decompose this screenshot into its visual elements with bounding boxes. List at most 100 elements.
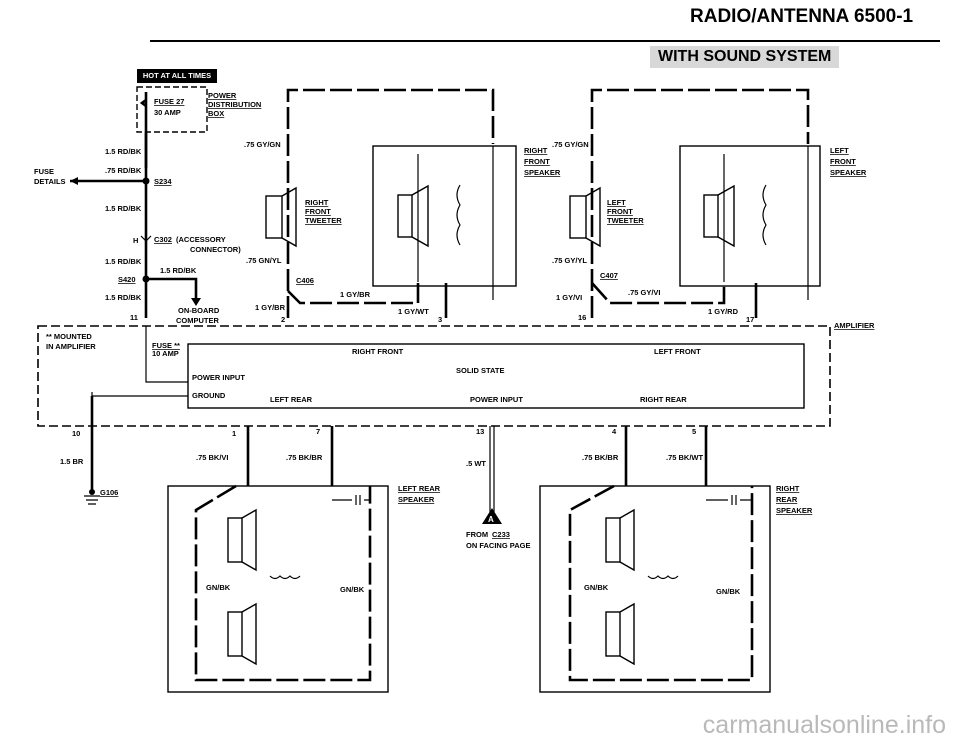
svg-text:SPEAKER: SPEAKER <box>398 495 435 504</box>
svg-text:C233: C233 <box>492 530 510 539</box>
svg-text:.75 GY/VI: .75 GY/VI <box>628 288 661 297</box>
svg-text:RIGHT: RIGHT <box>305 198 329 207</box>
svg-text:GN/BK: GN/BK <box>584 583 609 592</box>
svg-text:16: 16 <box>578 313 586 322</box>
svg-text:FUSE 27: FUSE 27 <box>154 97 184 106</box>
svg-text:30 AMP: 30 AMP <box>154 108 181 117</box>
svg-text:FRONT: FRONT <box>830 157 856 166</box>
svg-text:SPEAKER: SPEAKER <box>524 168 561 177</box>
svg-text:1: 1 <box>232 429 236 438</box>
svg-text:BOX: BOX <box>208 109 224 118</box>
svg-text:** MOUNTED: ** MOUNTED <box>46 332 92 341</box>
left-rear-speaker: GN/BK GN/BK LEFT REAR SPEAKER <box>167 484 441 693</box>
svg-text:.75 BK/BR: .75 BK/BR <box>286 453 323 462</box>
svg-text:POWER INPUT: POWER INPUT <box>192 373 245 382</box>
svg-text:10: 10 <box>72 429 80 438</box>
svg-text:SOLID STATE: SOLID STATE <box>456 366 504 375</box>
svg-text:1.5 BR: 1.5 BR <box>60 457 84 466</box>
svg-text:.75 RD/BK: .75 RD/BK <box>105 166 142 175</box>
fuse-details: FUSE DETAILS S234 <box>34 167 172 186</box>
svg-text:POWER INPUT: POWER INPUT <box>470 395 523 404</box>
svg-text:3: 3 <box>438 315 442 324</box>
svg-text:TWEETER: TWEETER <box>305 216 342 225</box>
svg-text:CONNECTOR): CONNECTOR) <box>190 245 241 254</box>
svg-text:ON-BOARD: ON-BOARD <box>178 306 220 315</box>
svg-text:.75 GN/YL: .75 GN/YL <box>246 256 282 265</box>
svg-text:.75 GY/GN: .75 GY/GN <box>552 140 589 149</box>
svg-text:5: 5 <box>692 427 696 436</box>
svg-text:REAR: REAR <box>776 495 798 504</box>
svg-text:GN/BK: GN/BK <box>206 583 231 592</box>
svg-text:10 AMP: 10 AMP <box>152 349 179 358</box>
svg-text:1 GY/VI: 1 GY/VI <box>556 293 582 302</box>
svg-text:A: A <box>488 515 494 524</box>
right-front-speaker: RIGHT FRONT SPEAKER <box>372 145 561 300</box>
svg-text:C302: C302 <box>154 235 172 244</box>
right-rear-speaker: GN/BK GN/BK RIGHT REAR SPEAKER <box>539 484 813 693</box>
svg-text:AMPLIFIER: AMPLIFIER <box>834 321 875 330</box>
left-front-speaker: LEFT FRONT SPEAKER <box>679 145 867 300</box>
svg-text:FRONT: FRONT <box>524 157 550 166</box>
svg-text:.5 WT: .5 WT <box>466 459 486 468</box>
svg-text:1.5 RD/BK: 1.5 RD/BK <box>105 204 142 213</box>
svg-text:17: 17 <box>746 315 754 324</box>
svg-text:TWEETER: TWEETER <box>607 216 644 225</box>
svg-text:1.5 RD/BK: 1.5 RD/BK <box>105 147 142 156</box>
svg-text:C406: C406 <box>296 276 314 285</box>
svg-text:FROM: FROM <box>466 530 488 539</box>
gy-gn-wire <box>286 88 495 318</box>
svg-text:1 GY/BR: 1 GY/BR <box>340 290 371 299</box>
title-rule <box>150 40 940 42</box>
svg-text:1.5 RD/BK: 1.5 RD/BK <box>105 257 142 266</box>
svg-text:13: 13 <box>476 427 484 436</box>
svg-text:DISTRIBUTION: DISTRIBUTION <box>208 100 261 109</box>
svg-text:.75 BK/VI: .75 BK/VI <box>196 453 229 462</box>
gy-gn-wire-2 <box>590 88 810 318</box>
section-subtitle: WITH SOUND SYSTEM <box>650 46 840 68</box>
svg-text:COMPUTER: COMPUTER <box>176 316 220 325</box>
svg-text:G106: G106 <box>100 488 118 497</box>
svg-text:H: H <box>133 236 138 245</box>
svg-text:FRONT: FRONT <box>305 207 331 216</box>
svg-text:LEFT FRONT: LEFT FRONT <box>654 347 701 356</box>
left-front-tweeter: LEFT FRONT TWEETER <box>569 186 644 248</box>
svg-text:RIGHT REAR: RIGHT REAR <box>640 395 687 404</box>
svg-text:LEFT REAR: LEFT REAR <box>270 395 313 404</box>
watermark: carmanualsonline.info <box>702 711 946 739</box>
svg-text:RIGHT: RIGHT <box>776 484 800 493</box>
svg-text:S420: S420 <box>118 275 136 284</box>
svg-text:7: 7 <box>316 427 320 436</box>
svg-text:1.5 RD/BK: 1.5 RD/BK <box>160 266 197 275</box>
fuse-box: FUSE 27 30 AMP POWER DISTRIBUTION BOX <box>136 86 261 168</box>
svg-text:.75 BK/BR: .75 BK/BR <box>582 453 619 462</box>
svg-text:LEFT: LEFT <box>830 146 849 155</box>
right-front-tweeter: RIGHT FRONT TWEETER <box>265 186 342 248</box>
svg-text:.75 GY/YL: .75 GY/YL <box>552 256 587 265</box>
svg-text:GROUND: GROUND <box>192 391 226 400</box>
splice-s420: S420 1.5 RD/BK <box>118 266 201 306</box>
svg-text:ON FACING PAGE: ON FACING PAGE <box>466 541 530 550</box>
svg-text:1.5 RD/BK: 1.5 RD/BK <box>105 293 142 302</box>
svg-text:1 GY/RD: 1 GY/RD <box>708 307 739 316</box>
svg-text:FUSE: FUSE <box>34 167 54 176</box>
svg-text:.75 GY/GN: .75 GY/GN <box>244 140 281 149</box>
svg-text:GN/BK: GN/BK <box>716 587 741 596</box>
svg-text:4: 4 <box>612 427 617 436</box>
svg-text:GN/BK: GN/BK <box>340 585 365 594</box>
svg-text:RIGHT FRONT: RIGHT FRONT <box>352 347 404 356</box>
svg-text:C407: C407 <box>600 271 618 280</box>
connector-c302: H C302 (ACCESSORY CONNECTOR) <box>133 235 241 254</box>
svg-text:FUSE **: FUSE ** <box>152 341 180 350</box>
svg-text:LEFT: LEFT <box>607 198 626 207</box>
hot-at-all-times-banner: HOT AT ALL TIMES <box>137 69 217 83</box>
svg-text:2: 2 <box>281 315 285 324</box>
c233-badge: A <box>482 508 502 524</box>
svg-text:RIGHT: RIGHT <box>524 146 548 155</box>
page-title: RADIO/ANTENNA 6500-1 <box>690 6 914 27</box>
svg-text:LEFT REAR: LEFT REAR <box>398 484 441 493</box>
svg-text:11: 11 <box>130 313 138 322</box>
svg-text:SPEAKER: SPEAKER <box>776 506 813 515</box>
svg-text:1 GY/WT: 1 GY/WT <box>398 307 429 316</box>
svg-text:IN AMPLIFIER: IN AMPLIFIER <box>46 342 96 351</box>
